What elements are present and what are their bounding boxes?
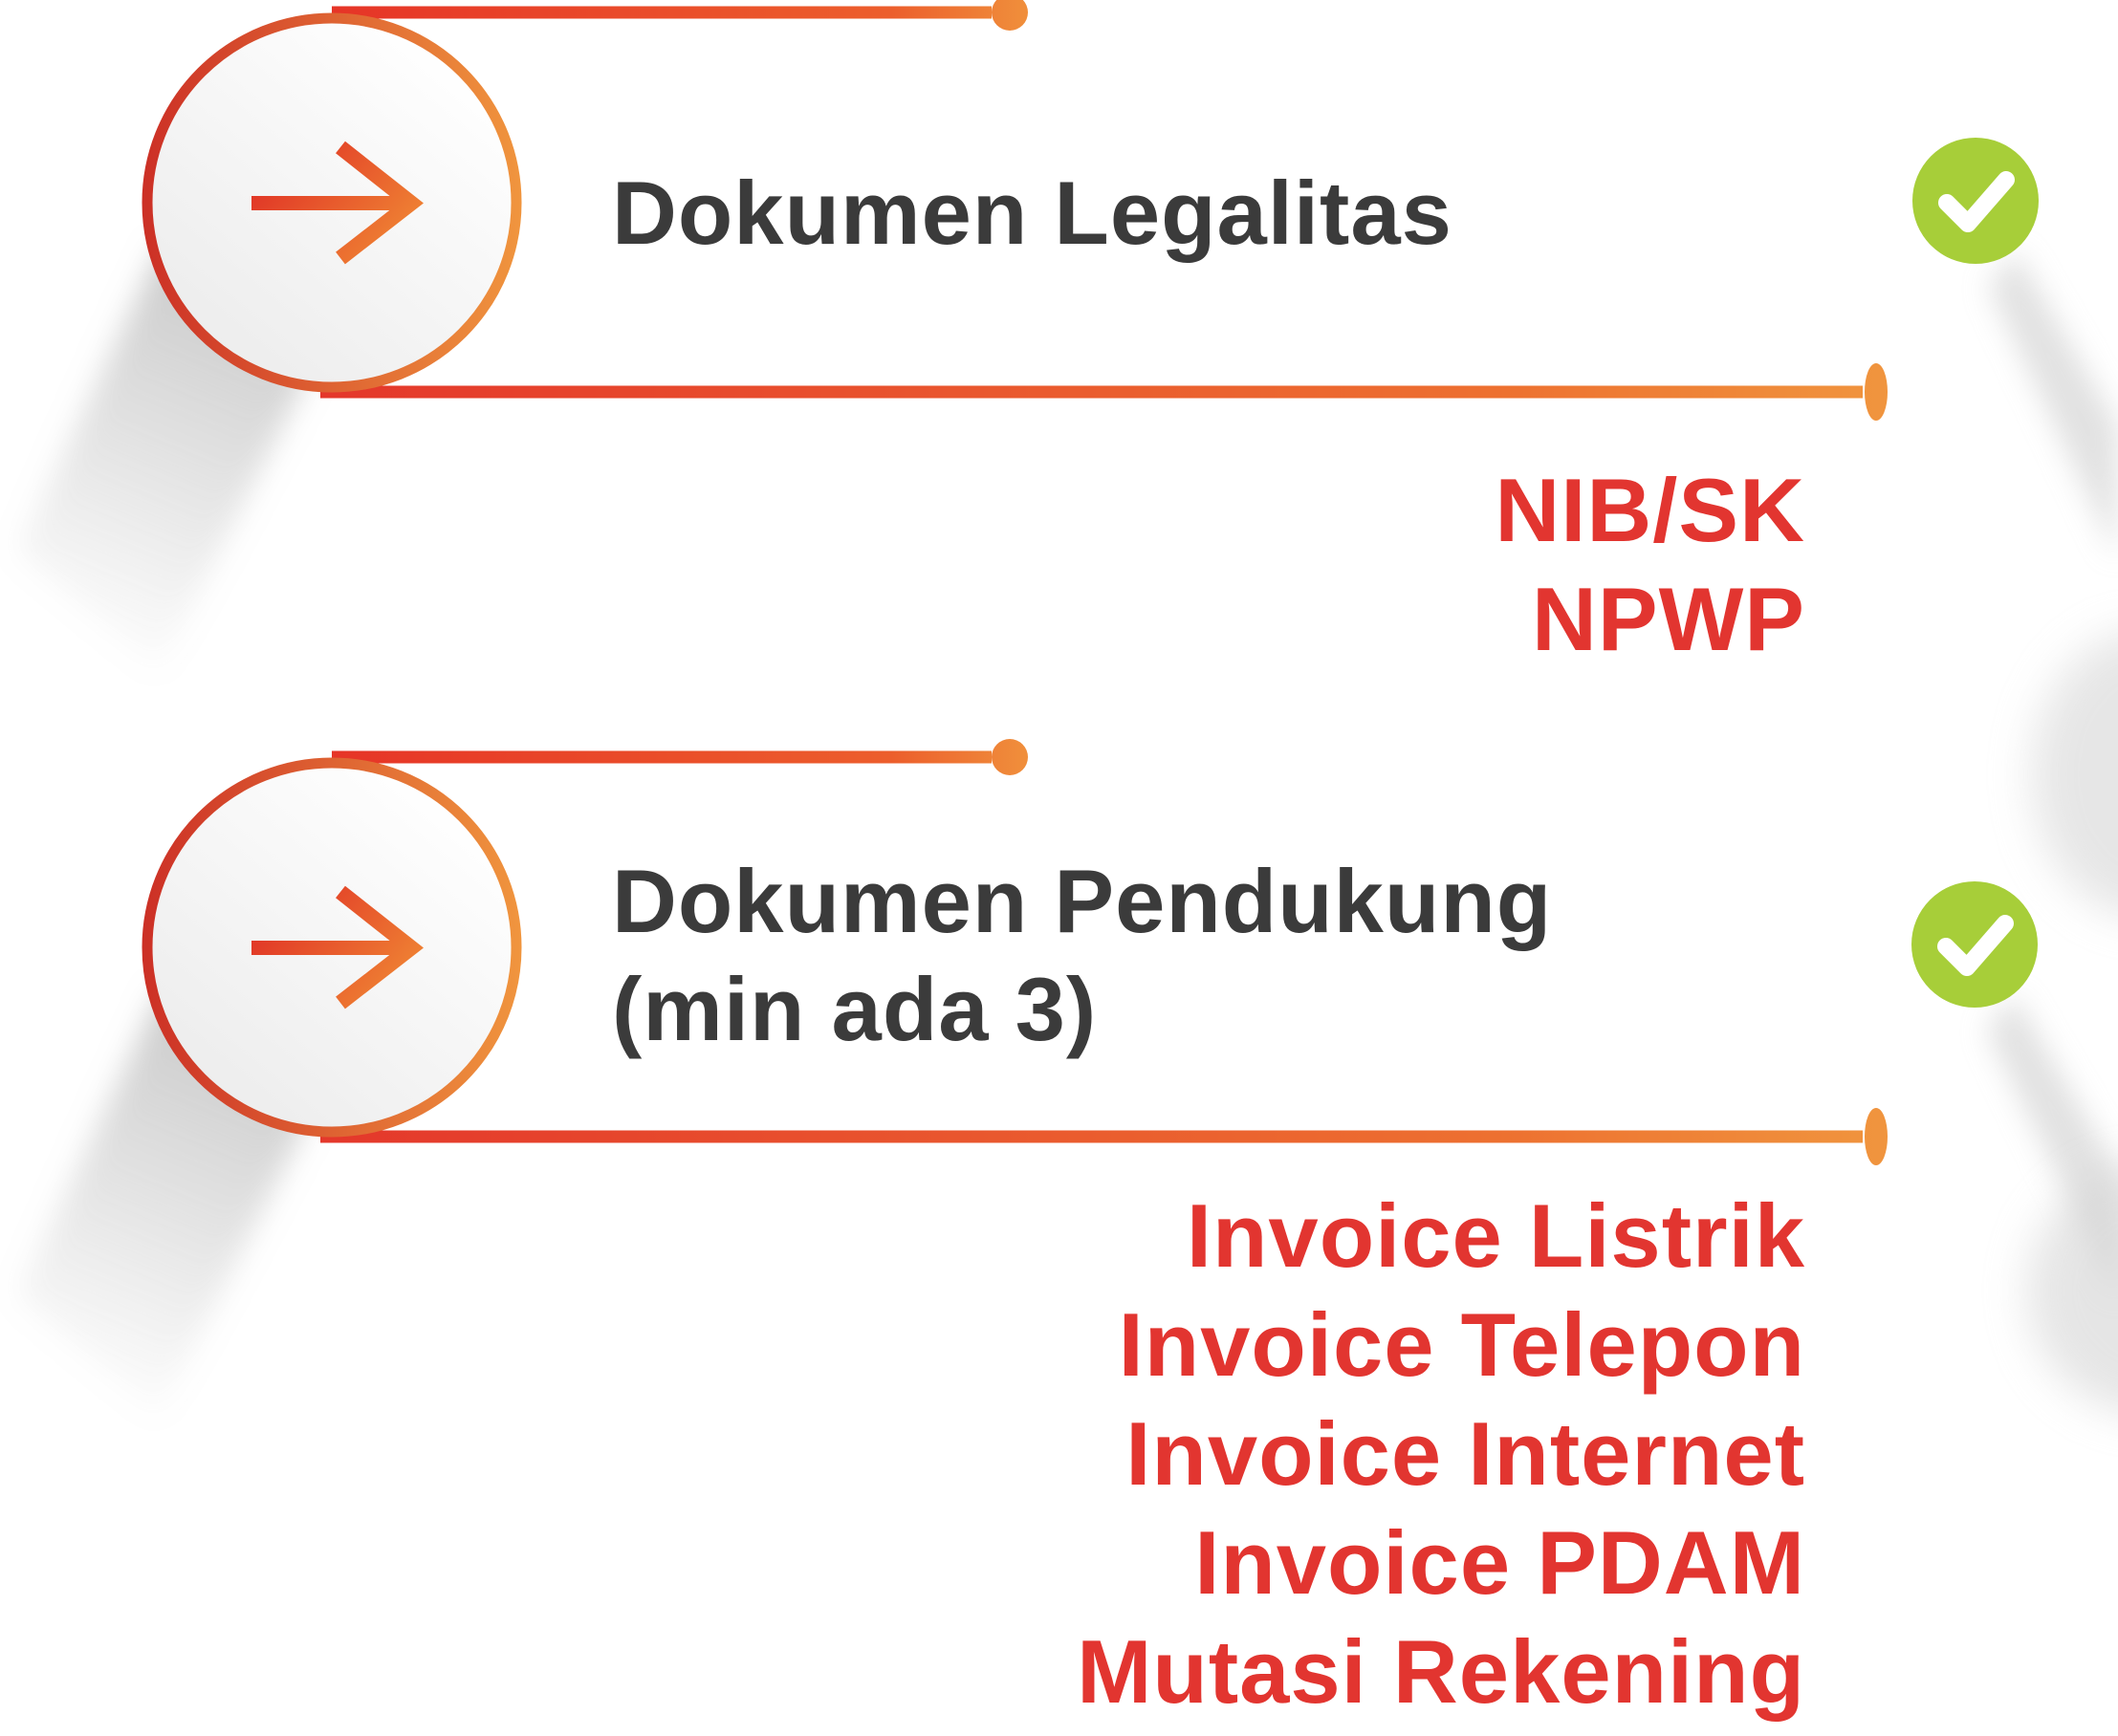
check-icon xyxy=(1911,881,2038,1008)
list-item: Invoice Listrik xyxy=(1186,1185,1805,1286)
list-item: NIB/SK xyxy=(1495,460,1805,560)
arrow-right-icon xyxy=(251,885,424,1009)
section-title-line: Dokumen Legalitas xyxy=(612,163,1452,263)
list-item: Invoice Internet xyxy=(1125,1403,1805,1504)
check-badge xyxy=(1909,134,2042,268)
document-list: NIB/SK NPWP xyxy=(1495,456,1805,674)
list-item: Mutasi Rekening xyxy=(1077,1621,1805,1722)
connector-dot-top xyxy=(992,739,1028,775)
section-title: Dokumen Pendukung (min ada 3) xyxy=(612,847,1552,1063)
section-title: Dokumen Legalitas xyxy=(612,159,1452,267)
section-2-graphics xyxy=(17,739,1888,1419)
connector-dot-bottom xyxy=(1865,1108,1888,1165)
arrow-right-icon xyxy=(251,141,424,265)
list-item: NPWP xyxy=(1532,569,1805,669)
check-icon xyxy=(1912,138,2039,264)
list-item: Invoice PDAM xyxy=(1194,1512,1805,1613)
check-badge-shadows xyxy=(1987,250,2118,1411)
connector-dot-top xyxy=(992,0,1028,31)
section-title-line: Dokumen Pendukung xyxy=(612,851,1553,951)
check-badge xyxy=(1908,878,2042,1011)
list-item: Invoice Telepon xyxy=(1118,1294,1805,1395)
connector-dot-bottom xyxy=(1865,363,1888,421)
section-title-line: (min ada 3) xyxy=(612,959,1098,1059)
section-1-graphics xyxy=(17,0,1888,674)
document-list: Invoice Listrik Invoice Telepon Invoice … xyxy=(1077,1182,1805,1726)
